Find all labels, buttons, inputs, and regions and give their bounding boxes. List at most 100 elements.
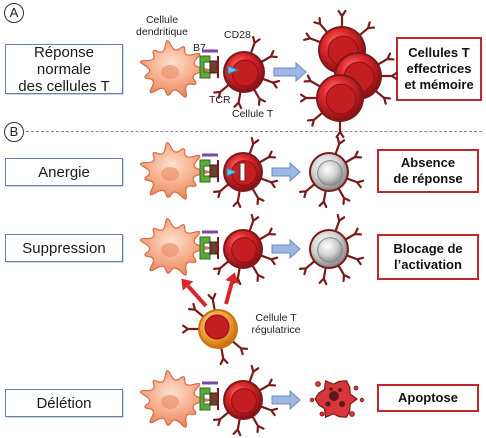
receptor-icon — [298, 260, 315, 276]
receptor-icon — [262, 78, 281, 89]
synapse-row-deletion — [199, 381, 219, 411]
inhibition-arrow-shaft — [224, 281, 234, 305]
inhibition-arrow-head — [225, 272, 239, 284]
dendritic-nucleus — [161, 65, 179, 79]
receptor-icon — [212, 260, 229, 276]
receptor-icon — [260, 405, 279, 417]
receptor-icon — [334, 213, 346, 232]
mhc-peptide-icon — [199, 159, 211, 183]
tcr-icon — [209, 392, 219, 406]
receptor-icon — [337, 9, 347, 28]
condition-deletion: Délétion — [5, 389, 123, 417]
dendritic-nucleus — [161, 167, 179, 181]
receptor-icon — [346, 177, 365, 189]
cell-membrane — [223, 152, 263, 192]
condition-suppression: Suppression — [5, 234, 123, 262]
cell-nucleus — [231, 160, 257, 186]
tcr-icon — [209, 60, 219, 74]
result-effector-memory: Cellules T effectrices et mémoire — [396, 37, 482, 101]
cell-membrane — [309, 152, 349, 192]
flow-arrow-icon — [273, 61, 307, 83]
receptor-icon — [232, 267, 242, 286]
cell-body — [225, 53, 263, 91]
cell-nucleus — [231, 59, 259, 87]
cell-membrane — [334, 52, 382, 100]
dendritic-cell-body — [139, 141, 210, 200]
inhibition-arrow-shaft — [186, 284, 208, 308]
t-cell-row-anergy — [212, 136, 279, 209]
section-marker-b: B — [4, 122, 24, 142]
inhibition-arrow-t-cell — [224, 272, 239, 305]
receptor-icon — [299, 93, 318, 103]
receptor-icon — [181, 324, 200, 334]
receptor-icon — [253, 89, 267, 106]
cell-body — [320, 28, 364, 72]
receptor-icon — [251, 265, 265, 283]
mhc-peptide-icon — [199, 236, 211, 260]
receptor-icon — [212, 183, 229, 199]
t-cell-row-deletion — [212, 364, 279, 437]
dendritic-cell-row-suppression — [139, 217, 210, 276]
label-regulatory-t-cell: Cellule T régulatrice — [251, 312, 301, 336]
receptor-icon — [313, 16, 328, 33]
receptor-icon — [318, 267, 328, 286]
cell-nucleus — [327, 35, 359, 67]
receptor-icon — [251, 188, 265, 206]
cell-body — [200, 311, 236, 347]
receptor-icon — [335, 120, 345, 139]
apoptotic-bleb — [309, 397, 315, 403]
cell-membrane — [318, 26, 366, 74]
t-cell-row-suppression — [212, 213, 279, 286]
apoptotic-bleb — [349, 411, 355, 417]
synapse-row-anergy — [199, 153, 219, 183]
section-divider — [26, 131, 482, 132]
receptor-icon — [298, 183, 315, 199]
receptor-icon — [318, 190, 328, 209]
receptor-icon — [380, 71, 399, 81]
inhibition-arrow-dendritic — [181, 278, 208, 308]
receptor-icon — [260, 177, 279, 189]
dendritic-cell-body — [139, 369, 210, 428]
receptor-icon — [345, 150, 363, 164]
dendritic-cell-row-deletion — [139, 369, 210, 428]
cell-nucleus — [325, 83, 357, 115]
cell-membrane — [198, 309, 238, 349]
receptor-icon — [259, 378, 277, 392]
synapse-row-a — [199, 49, 219, 79]
label-tcr: TCR — [209, 94, 231, 106]
mhc-peptide-icon — [199, 55, 211, 79]
apoptotic-bleb — [359, 397, 365, 403]
cell-nucleus — [317, 160, 343, 186]
receptor-icon — [260, 254, 279, 266]
cell-membrane — [223, 380, 263, 420]
apoptotic-fragment — [329, 391, 339, 401]
effector-cell-1 — [303, 9, 376, 74]
effector-cell-3 — [299, 74, 364, 139]
receptor-icon — [219, 347, 229, 366]
inactive-cell-row-suppression — [298, 213, 365, 286]
inhibition-arrow-head — [181, 278, 194, 291]
cell-body — [311, 154, 347, 190]
receptor-icon — [261, 49, 278, 63]
label-t-cell: Cellule T — [232, 108, 274, 120]
receptor-icon — [232, 418, 242, 437]
receptor-icon — [303, 74, 321, 88]
receptor-icon — [207, 292, 217, 311]
flow-arrow-icon — [271, 238, 301, 260]
apoptotic-fragment — [338, 388, 342, 392]
cell-membrane — [223, 229, 263, 269]
apoptotic-fragment — [325, 401, 331, 407]
receptor-icon — [334, 136, 346, 155]
receptor-icon — [359, 21, 376, 36]
tcr-icon — [209, 241, 219, 255]
apoptotic-cell — [309, 379, 365, 419]
flow-arrow-row-suppression — [271, 238, 301, 260]
receptor-icon — [259, 227, 277, 241]
flow-arrow-icon — [271, 389, 301, 411]
cell-membrane — [316, 74, 364, 122]
label-dendritic-cell: Cellule dendritique — [136, 14, 188, 38]
result-activation-block: Blocage de l’activation — [377, 234, 479, 280]
synapse-row-suppression — [199, 230, 219, 260]
condition-normal-response: Réponse normale des cellules T — [5, 44, 123, 95]
cell-nucleus — [204, 314, 230, 340]
